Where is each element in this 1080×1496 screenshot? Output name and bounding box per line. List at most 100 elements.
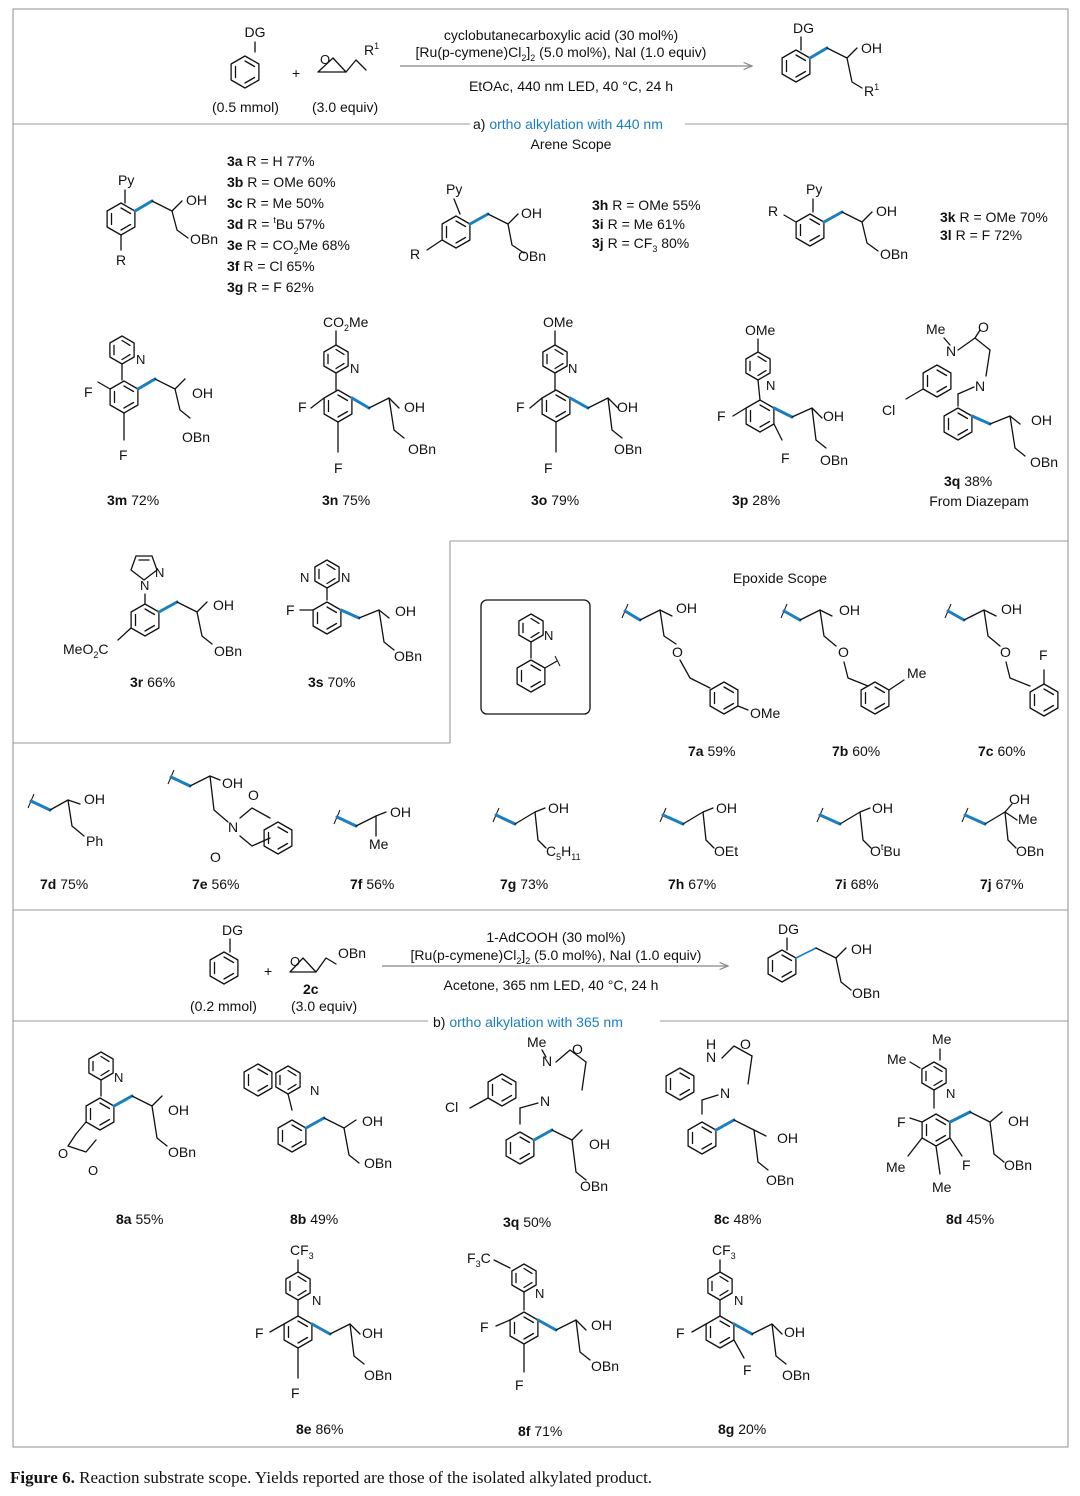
svg-text:3j R = CF3 80%: 3j R = CF3 80% — [592, 235, 689, 254]
svg-text:8c 48%: 8c 48% — [714, 1211, 762, 1227]
svg-text:3s 70%: 3s 70% — [308, 674, 356, 690]
svg-text:N: N — [350, 361, 359, 376]
svg-text:O: O — [672, 644, 683, 660]
reaction-b-scheme: DG + O OBn 2c (0.2 mmol) (3.0 equiv) 1-A… — [190, 921, 880, 1014]
svg-text:OMe: OMe — [745, 322, 776, 338]
svg-text:R: R — [410, 246, 420, 262]
compound-7f: OH Me 7f 56% — [333, 804, 411, 892]
svg-text:F: F — [298, 399, 307, 415]
svg-text:OBn: OBn — [591, 1358, 619, 1374]
conditions-a-line2: [Ru(p-cymene)Cl2]2 (5.0 mol%), NaI (1.0 … — [416, 44, 707, 63]
svg-text:OBn: OBn — [408, 441, 436, 457]
compound-3m: N F F OH OBn 3m 72% — [84, 335, 213, 508]
svg-text:F: F — [544, 460, 553, 476]
compound-3r: N N OH OBn MeO2C 3r 66% — [63, 555, 242, 690]
svg-text:Py: Py — [446, 181, 462, 197]
svg-text:N: N — [228, 819, 238, 835]
svg-text:C5H11: C5H11 — [546, 843, 581, 862]
conditions-a-line1: cyclobutanecarboxylic acid (30 mol%) — [444, 27, 678, 43]
svg-text:OBn: OBn — [364, 1367, 392, 1383]
benzene-ring — [230, 55, 260, 89]
product-dg-label: DG — [793, 20, 814, 36]
svg-text:OH: OH — [390, 804, 411, 820]
svg-text:8f 71%: 8f 71% — [518, 1423, 562, 1439]
svg-text:OH: OH — [186, 192, 207, 208]
svg-text:OBn: OBn — [1030, 454, 1058, 470]
list-3k-3l: 3k R = OMe 70% 3l R = F 72% — [940, 209, 1048, 243]
svg-text:OH: OH — [1008, 1113, 1029, 1129]
svg-text:OtBu: OtBu — [870, 842, 901, 859]
svg-text:3q 50%: 3q 50% — [503, 1214, 551, 1230]
svg-text:OH: OH — [1031, 412, 1052, 428]
svg-text:OH: OH — [362, 1325, 383, 1341]
svg-text:OH: OH — [395, 603, 416, 619]
svg-text:3r 66%: 3r 66% — [130, 674, 175, 690]
svg-text:Me: Me — [926, 321, 946, 337]
svg-text:OH: OH — [851, 941, 872, 957]
svg-text:OBn: OBn — [190, 231, 218, 247]
compound-3o: OMe N F F OH OBn 3o 79% — [516, 314, 642, 508]
plus-sign: + — [292, 65, 300, 81]
svg-text:3g R = F 62%: 3g R = F 62% — [227, 279, 314, 295]
svg-text:O: O — [58, 1146, 68, 1161]
svg-text:Me: Me — [932, 1179, 952, 1195]
section-b-title: b) ortho alkylation with 365 nm — [433, 1014, 623, 1030]
svg-text:OBn: OBn — [182, 429, 210, 445]
svg-text:F: F — [962, 1157, 971, 1173]
svg-text:F: F — [119, 447, 128, 463]
svg-text:N: N — [946, 1086, 955, 1101]
svg-text:F: F — [781, 450, 790, 466]
svg-text:N: N — [136, 352, 145, 367]
svg-text:CO2Me: CO2Me — [323, 314, 369, 333]
svg-text:3h R = OMe 55%: 3h R = OMe 55% — [592, 197, 701, 213]
compound-7b: OH O Me 7b 60% — [780, 602, 927, 759]
compound-8f: F3C N F F OH OBn 8f 71% — [467, 1250, 619, 1439]
svg-text:Me: Me — [1018, 811, 1038, 827]
svg-text:CF3: CF3 — [290, 1242, 314, 1261]
svg-text:OH: OH — [192, 385, 213, 401]
svg-text:3c R = Me 50%: 3c R = Me 50% — [227, 195, 324, 211]
svg-text:OBn: OBn — [766, 1172, 794, 1188]
compound-8a: N O O OH OBn 8a 55% — [58, 1051, 196, 1227]
scaffold-3h-3j: Py OH OBn R — [410, 181, 546, 264]
svg-text:F: F — [1039, 647, 1048, 663]
svg-text:OH: OH — [839, 602, 860, 618]
list-3h-3j: 3h R = OMe 55% 3i R = Me 61% 3j R = CF3 … — [592, 197, 701, 254]
svg-text:OMe: OMe — [543, 314, 574, 330]
svg-text:7e 56%: 7e 56% — [192, 876, 240, 892]
svg-text:OH: OH — [213, 597, 234, 613]
svg-text:F: F — [743, 1362, 752, 1378]
svg-text:N: N — [155, 565, 164, 580]
arene-amount: (0.5 mmol) — [212, 99, 279, 115]
svg-text:OH: OH — [872, 800, 893, 816]
svg-text:OH: OH — [777, 1130, 798, 1146]
svg-text:OH: OH — [548, 800, 569, 816]
compound-3s: N N F OH OBn 3s 70% — [286, 559, 422, 690]
svg-text:3o 79%: 3o 79% — [531, 492, 579, 508]
svg-text:OH: OH — [362, 1113, 383, 1129]
svg-text:3e R = CO2Me 68%: 3e R = CO2Me 68% — [227, 237, 350, 256]
epoxide-scaffold-box: N — [480, 599, 591, 715]
svg-text:3a R = H 77%: 3a R = H 77% — [227, 153, 315, 169]
svg-text:O: O — [320, 52, 330, 67]
compound-7j: OH Me OBn 7j 67% — [961, 791, 1044, 892]
compound-8g: CF3 N F F OH OBn 8g 20% — [676, 1242, 810, 1437]
svg-text:N: N — [341, 570, 350, 585]
svg-text:N: N — [720, 1085, 730, 1101]
svg-text:N: N — [540, 1093, 550, 1109]
arene-scope-title: Arene Scope — [531, 136, 612, 152]
svg-text:N: N — [975, 378, 985, 394]
compound-7h: OH OEt 7h 67% — [659, 800, 738, 892]
svg-text:3i R = Me 61%: 3i R = Me 61% — [592, 216, 685, 232]
epoxide-equiv: (3.0 equiv) — [312, 99, 378, 115]
conditions-a-line3: EtOAc, 440 nm LED, 40 °C, 24 h — [469, 78, 673, 94]
compound-7d: OH Ph 7d 75% — [27, 791, 105, 892]
compound-8e: CF3 N F F OH OBn 8e 86% — [255, 1242, 392, 1437]
svg-text:OH: OH — [404, 399, 425, 415]
svg-text:O: O — [838, 644, 849, 660]
svg-text:F3C: F3C — [467, 1250, 491, 1269]
svg-text:7g 73%: 7g 73% — [500, 876, 548, 892]
svg-text:O: O — [88, 1163, 98, 1178]
svg-text:7d 75%: 7d 75% — [40, 876, 88, 892]
